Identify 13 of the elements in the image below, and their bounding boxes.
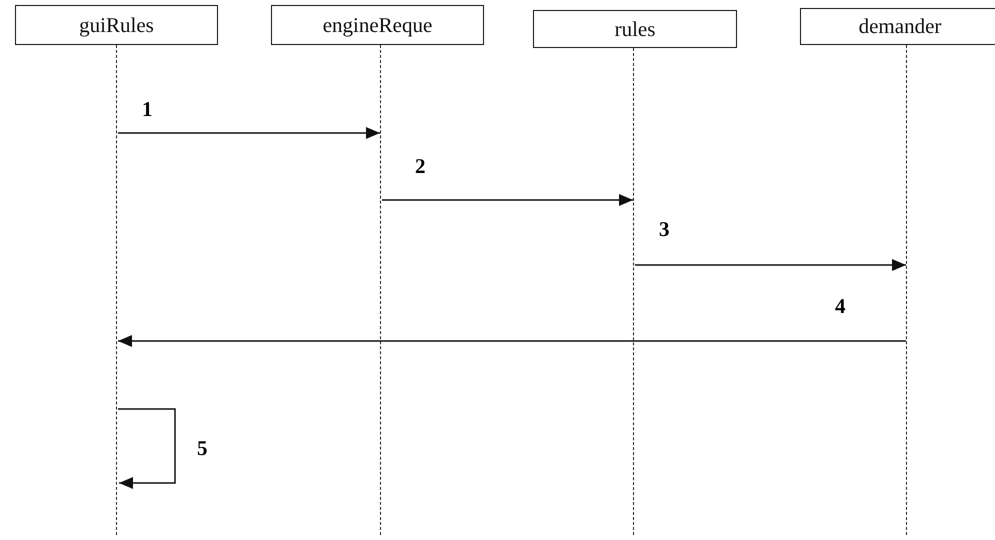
message-arrow <box>635 259 906 271</box>
lifeline <box>116 45 117 535</box>
participant-box: rules <box>533 10 737 48</box>
message-arrow <box>118 335 906 347</box>
lifeline <box>906 45 907 535</box>
message-arrow <box>118 127 380 139</box>
lifeline <box>380 45 381 535</box>
lifeline <box>633 48 634 535</box>
participant-box: demander <box>800 8 995 45</box>
participant-box: guiRules <box>15 5 218 45</box>
message-arrow <box>382 194 633 206</box>
participant-box: engineReque <box>271 5 484 45</box>
message-arrow <box>118 408 176 489</box>
